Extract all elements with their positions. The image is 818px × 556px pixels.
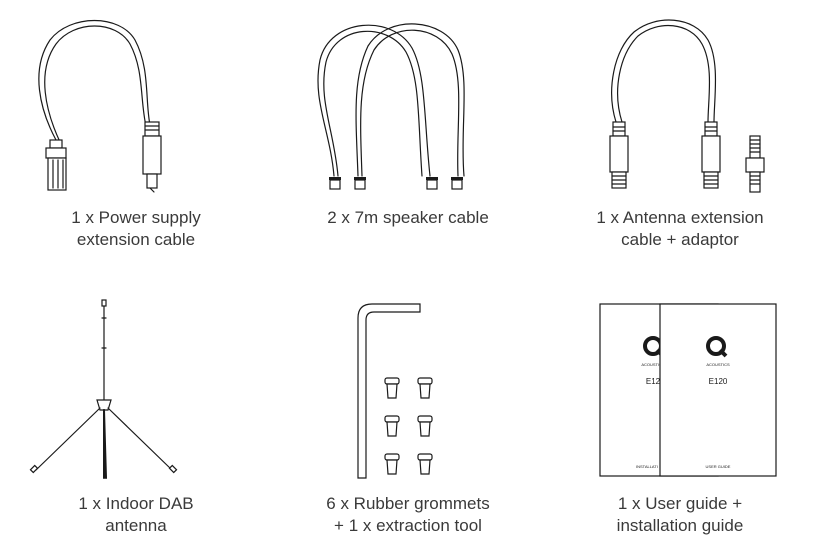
- item-caption: 1 x Indoor DAB antenna: [0, 493, 272, 537]
- item-power-supply-cable: 1 x Power supply extension cable: [0, 0, 272, 278]
- caption-line-2: antenna: [105, 516, 167, 535]
- item-antenna-cable: 1 x Antenna extension cable + adaptor: [544, 0, 816, 278]
- extraction-tool-icon: [357, 303, 421, 479]
- grommet-icon: [417, 453, 433, 475]
- caption-line-2: installation guide: [616, 516, 744, 535]
- caption-line-1: 6 x Rubber grommets: [326, 494, 490, 513]
- item-dab-antenna: 1 x Indoor DAB antenna: [0, 278, 272, 556]
- item-caption: 1 x User guide + installation guide: [544, 493, 816, 537]
- cable-tip: [329, 177, 341, 190]
- item-guides: ACOUSTICS E12 INSTALLATI ACOUSTICS E120 …: [544, 278, 816, 556]
- cable-tip: [451, 177, 463, 190]
- footer-text: INSTALLATI: [636, 464, 658, 469]
- speaker-cable-icon: [317, 23, 465, 190]
- item-caption: 2 x 7m speaker cable: [272, 207, 544, 229]
- cable-tip: [426, 177, 438, 190]
- caption-line-1: 1 x Power supply: [71, 208, 201, 227]
- caption-line-1: 1 x User guide +: [617, 494, 743, 513]
- caption-line-1: 1 x Antenna extension: [596, 208, 764, 227]
- adaptor-icon: [745, 135, 765, 193]
- grommet-icon: [384, 453, 400, 475]
- caption-line-2: extension cable: [76, 230, 196, 249]
- caption-line-2: + 1 x extraction tool: [334, 516, 482, 535]
- model-text: E120: [709, 377, 728, 386]
- grommet-icon: [417, 415, 433, 437]
- grommet-icon: [384, 415, 400, 437]
- footer-text: USER GUIDE: [706, 464, 731, 469]
- caption-line-1: 1 x Indoor DAB: [78, 494, 194, 513]
- brand-text: ACOUSTICS: [706, 362, 730, 367]
- item-speaker-cable: 2 x 7m speaker cable: [272, 0, 544, 278]
- model-text: E12: [646, 377, 661, 386]
- dab-antenna-icon: [29, 299, 178, 479]
- user-guide-booklet: ACOUSTICS E120 USER GUIDE: [659, 303, 777, 477]
- item-grommets: 6 x Rubber grommets + 1 x extraction too…: [272, 278, 544, 556]
- q-logo-icon: [706, 336, 728, 358]
- guide-booklets-icon: ACOUSTICS E12 INSTALLATI ACOUSTICS E120 …: [599, 303, 777, 477]
- caption-line-1: 2 x 7m speaker cable: [327, 208, 489, 227]
- cable-tip: [354, 177, 366, 190]
- brand-text: ACOUSTICS: [641, 362, 665, 367]
- item-caption: 1 x Power supply extension cable: [0, 207, 272, 251]
- grommets-icon: [357, 303, 433, 479]
- grommet-icon: [417, 377, 433, 399]
- grommet-icon: [384, 377, 400, 399]
- power-cable-icon: [38, 20, 162, 193]
- caption-line-2: cable + adaptor: [621, 230, 739, 249]
- antenna-cable-icon: [609, 19, 765, 193]
- item-caption: 6 x Rubber grommets + 1 x extraction too…: [272, 493, 544, 537]
- item-caption: 1 x Antenna extension cable + adaptor: [544, 207, 816, 251]
